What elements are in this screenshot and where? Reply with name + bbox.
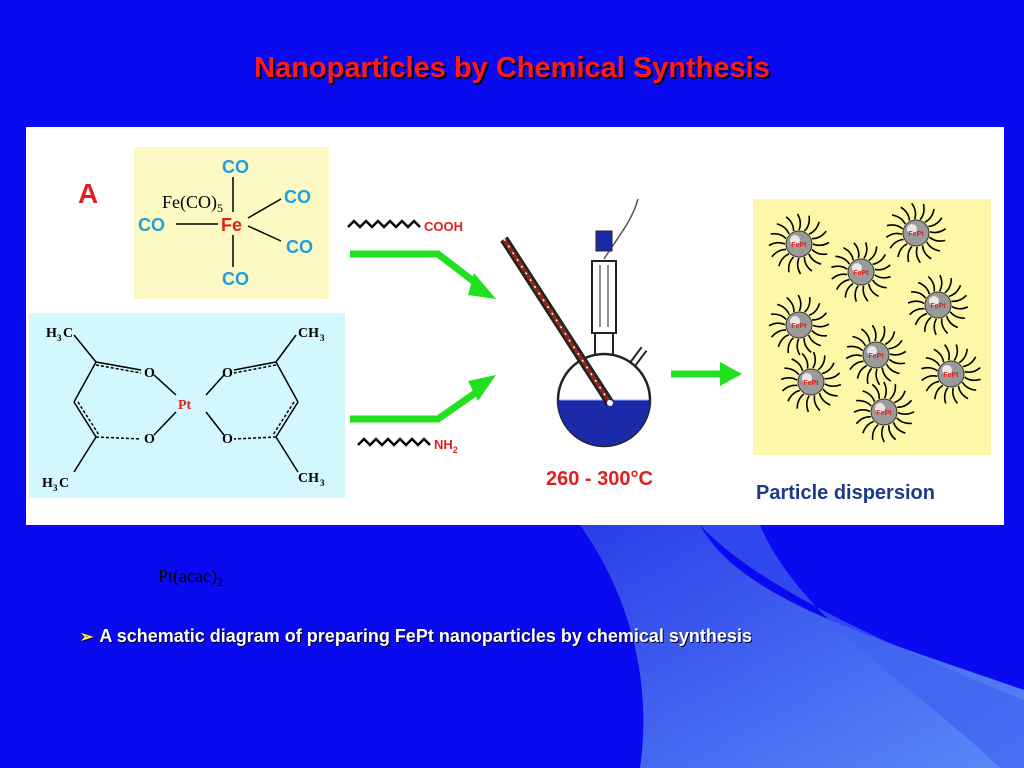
fept-particle: FePt (853, 381, 915, 443)
svg-text:3: 3 (57, 333, 62, 343)
fept-particle: FePt (768, 294, 830, 356)
svg-text:C: C (63, 326, 73, 341)
fe-co5-formula: Fe(CO)5 (162, 192, 223, 215)
panel-letter: A (78, 178, 98, 209)
fe-center: Fe (221, 215, 242, 235)
co-ligand-upper-right: CO (284, 187, 311, 207)
reagent-cooh: COOH (347, 219, 463, 234)
fept-particle-label: FePt (791, 323, 807, 330)
pt-center: Pt (178, 398, 192, 413)
pt-acac2-formula: Pt(acac)2 (158, 566, 223, 589)
cooh-label: COOH (424, 219, 463, 234)
reagent-nh2: NH2 (357, 437, 458, 455)
methyl-top-left: H 3 C (46, 326, 73, 343)
svg-text:3: 3 (320, 333, 325, 343)
svg-text:CH: CH (298, 326, 319, 341)
diagram-graphics: A CO CO CO CO CO Fe (42, 157, 981, 504)
slide-title: Nanoparticles by Chemical Synthesis (254, 52, 770, 84)
pt-acac-structure: O O O O Pt H 3 C H 3 C CH 3 CH 3 (42, 326, 325, 493)
co-ligand-lower-right: CO (286, 237, 313, 257)
arrow-bottom (350, 375, 496, 423)
co-ligand-bottom: CO (222, 269, 249, 289)
svg-text:3: 3 (53, 483, 58, 493)
oxygen-upper-left: O (144, 366, 155, 381)
particle-dispersion-label: Particle dispersion (756, 482, 935, 504)
oxygen-lower-right: O (222, 432, 233, 447)
svg-text:H: H (46, 326, 57, 341)
fe-co-structure: CO CO CO CO CO Fe (138, 157, 313, 289)
nh2-label: NH2 (434, 437, 458, 455)
slide-caption: ➢A schematic diagram of preparing FePt n… (80, 626, 752, 646)
co-ligand-top: CO (222, 157, 249, 177)
methyl-bottom-left: H 3 C (42, 476, 69, 493)
fept-particle-label: FePt (803, 380, 819, 387)
fept-particle-label: FePt (943, 372, 959, 379)
fept-particle: FePt (780, 351, 842, 413)
oxygen-upper-right: O (222, 366, 233, 381)
diagram-panel: A CO CO CO CO CO Fe (26, 127, 1004, 525)
fept-particle-label: FePt (930, 303, 946, 310)
fept-particle-label: FePt (853, 270, 869, 277)
reaction-flask (500, 198, 652, 448)
fept-particle: FePt (921, 344, 981, 404)
fept-particle: FePt (885, 202, 947, 264)
methyl-top-right: CH 3 (298, 326, 325, 343)
co-ligand-left: CO (138, 215, 165, 235)
fe-complex-box (134, 147, 329, 299)
bullet-arrow-icon: ➢ (80, 629, 94, 646)
fept-particle: FePt (845, 324, 907, 386)
oxygen-lower-left: O (144, 432, 155, 447)
arrow-right (671, 362, 742, 386)
fept-particle: FePt (907, 274, 969, 336)
methyl-bottom-right: CH 3 (298, 471, 325, 488)
fept-particle: FePt (768, 213, 830, 275)
fept-particle: FePt (831, 242, 891, 302)
svg-text:C: C (59, 476, 69, 491)
temperature-label: 260 - 300°C (546, 468, 653, 490)
svg-text:3: 3 (320, 478, 325, 488)
fept-particle-label: FePt (908, 231, 924, 238)
svg-text:H: H (42, 476, 53, 491)
arrow-top (350, 250, 496, 299)
fept-particle-label: FePt (868, 353, 884, 360)
fept-particle-label: FePt (876, 410, 892, 417)
fept-particle-label: FePt (791, 242, 807, 249)
svg-text:CH: CH (298, 471, 319, 486)
